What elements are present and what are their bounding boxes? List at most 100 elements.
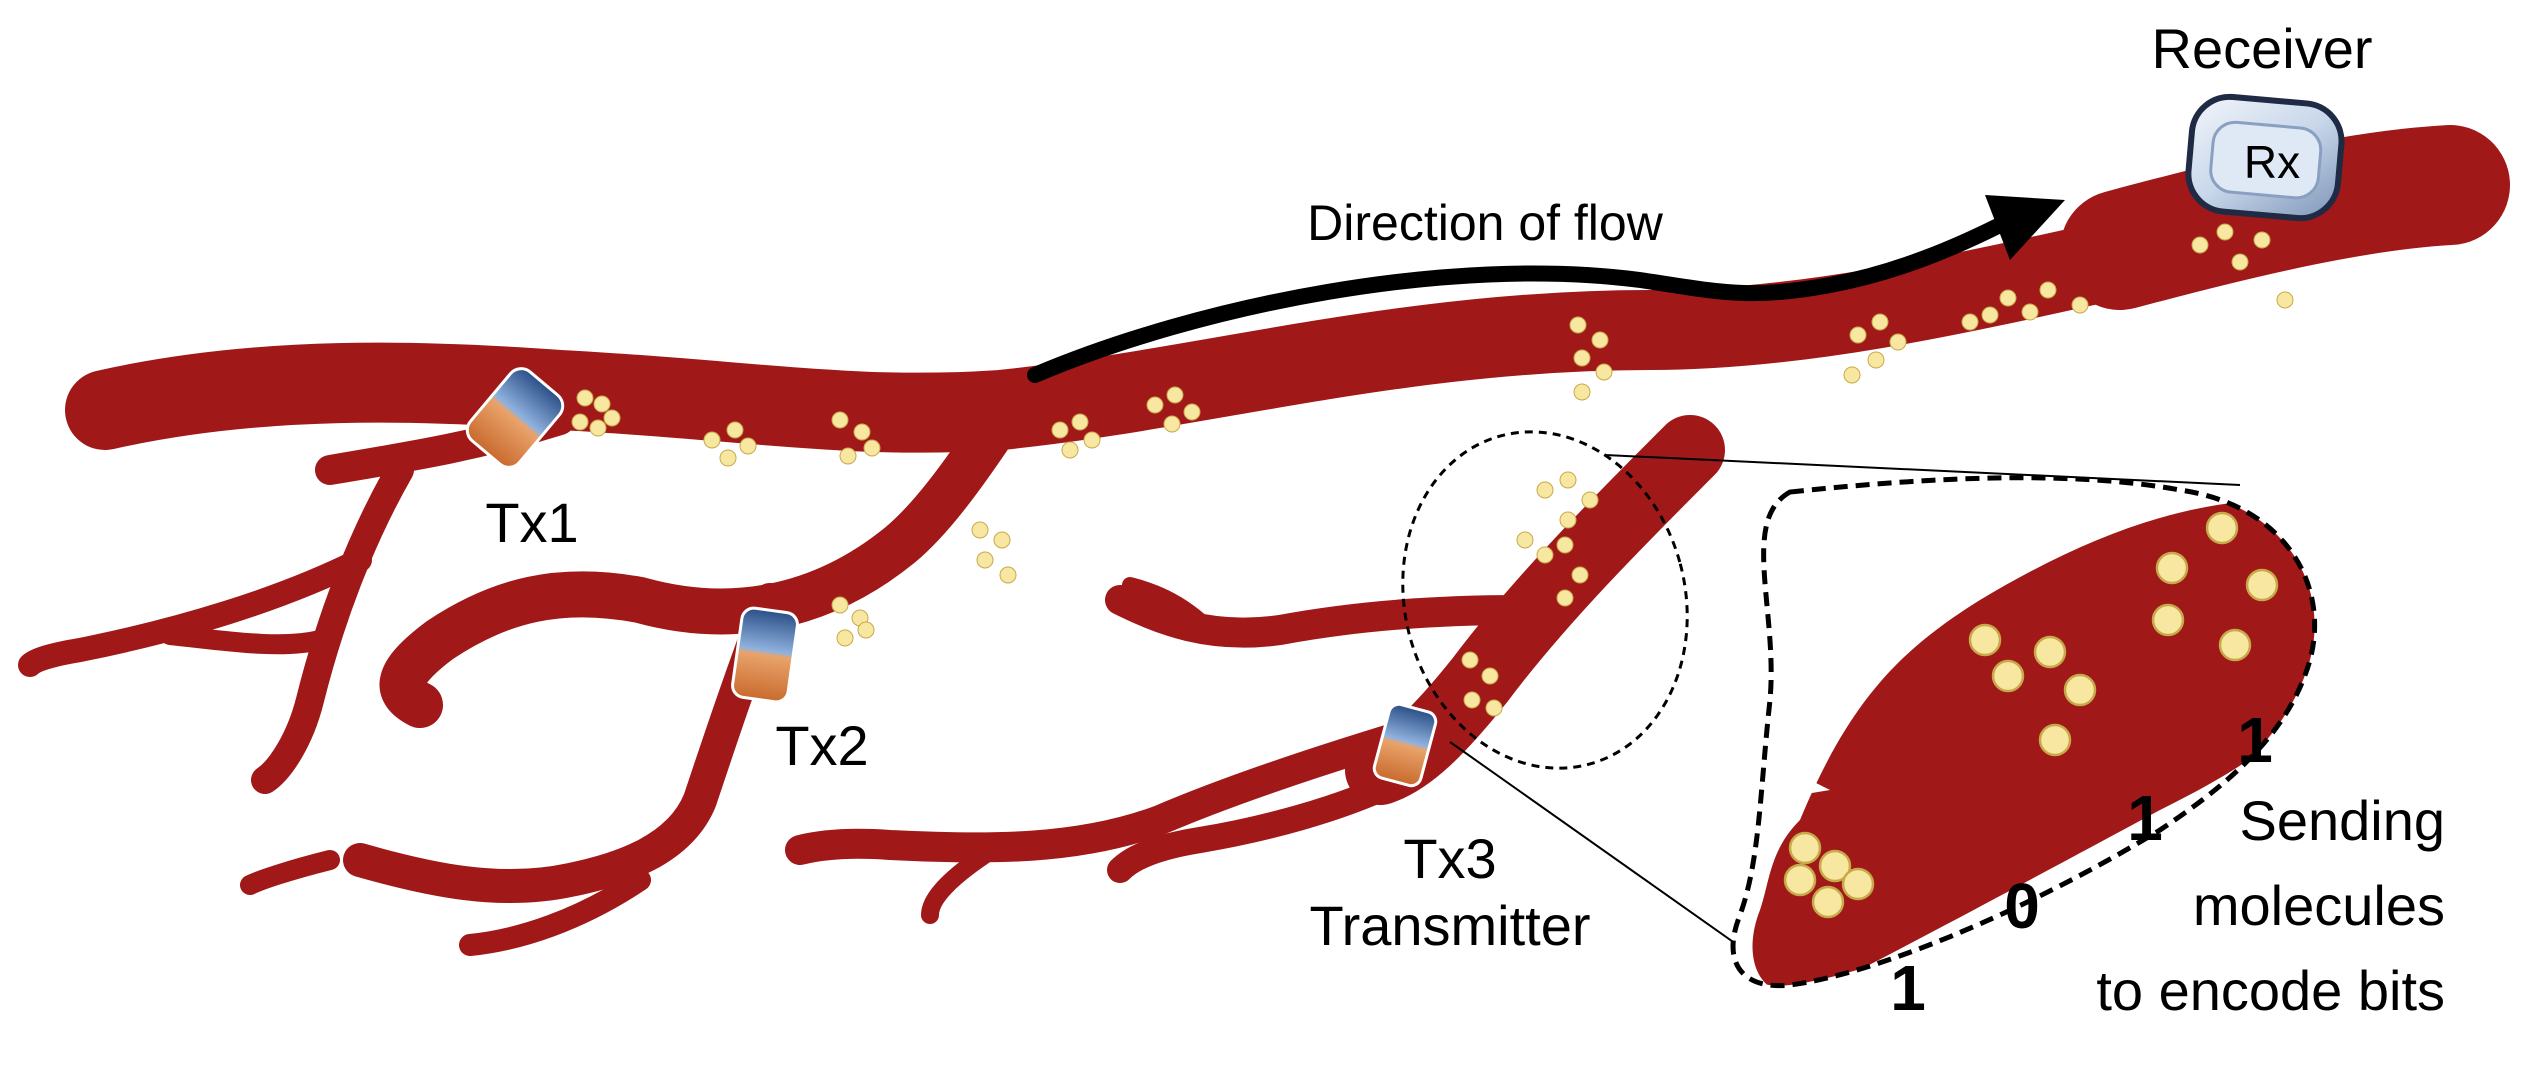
molecule-dot: [1559, 511, 1577, 529]
molecule-dot: [1569, 316, 1587, 334]
molecule-dot: [1999, 289, 2017, 307]
zoom-callout: [1401, 430, 2318, 989]
molecule-dot: [2253, 231, 2271, 249]
molecule-dot: [1783, 863, 1817, 897]
zoom-region-ellipse: [1401, 430, 1689, 770]
molecule-dot: [1146, 396, 1164, 414]
molecule-dot: [1889, 333, 1907, 351]
molecule-dot: [1961, 313, 1979, 331]
molecule-dot: [571, 413, 589, 431]
molecule-dot: [1968, 623, 2002, 657]
molecule-dot: [593, 395, 611, 413]
caption-line-2: molecules: [2193, 874, 2445, 937]
molecule-dot: [1981, 306, 1999, 324]
molecule-dot: [976, 551, 994, 569]
implant-capsule-icon: [465, 367, 565, 469]
bit-1: 1: [1890, 952, 1926, 1024]
molecule-dot: [971, 521, 989, 539]
molecule-dot: [2191, 236, 2209, 254]
molecule-dot: [1536, 481, 1554, 499]
receiver-device: Rx: [2185, 93, 2345, 222]
molecule-dot: [1871, 313, 1889, 331]
zoomed-molecules: [1783, 511, 2279, 919]
molecule-dot: [1843, 366, 1861, 384]
molecule-dot: [1811, 885, 1845, 919]
molecule-dot: [726, 421, 744, 439]
main-vessel: [65, 175, 2360, 453]
molecule-dot: [1595, 363, 1613, 381]
molecule-dot: [703, 431, 721, 449]
molecule-dot: [2063, 673, 2097, 707]
molecule-dot: [2033, 635, 2067, 669]
molecule-dot: [1083, 431, 1101, 449]
direction-label: Direction of flow: [1307, 195, 1664, 251]
vessel-branch-left-1: [251, 456, 414, 794]
molecule-dot: [1573, 383, 1591, 401]
receiver-label: Receiver: [2152, 17, 2373, 80]
molecule-dot: [999, 566, 1017, 584]
molecule-dot: [1591, 331, 1609, 349]
molecule-dot: [1485, 699, 1503, 717]
molecule-dot: [863, 439, 881, 457]
molecule-dot: [2038, 723, 2072, 757]
molecule-dot: [1841, 867, 1875, 901]
tx3-label: Tx3: [1403, 827, 1496, 890]
molecule-dot: [1051, 421, 1069, 439]
molecule-dot: [1867, 351, 1885, 369]
molecule-dot: [2155, 551, 2189, 585]
molecule-dot: [1556, 536, 1574, 554]
molecule-dot: [1061, 441, 1079, 459]
molecule-dot: [2218, 628, 2252, 662]
molecule-dot: [1481, 667, 1499, 685]
molecule-dot: [993, 531, 1011, 549]
molecule-dot: [1516, 531, 1534, 549]
molecule-dot: [2021, 303, 2039, 321]
vessel-branch-tx3-down: [785, 715, 1435, 865]
molecule-dot: [839, 447, 857, 465]
vessel-branch-tx2-down: [343, 583, 787, 904]
transmitter-label: Transmitter: [1309, 894, 1590, 957]
molecule-dot: [1183, 403, 1201, 421]
molecule-dot: [1071, 413, 1089, 431]
flow-arrow: [1027, 195, 2065, 383]
molecule-dot: [1573, 349, 1591, 367]
transmitter-tx1: [465, 367, 565, 469]
molecule-dot: [2276, 291, 2294, 309]
implant-capsule-icon: [731, 606, 799, 704]
transmitter-tx2: [731, 606, 799, 704]
molecule-dot: [831, 411, 849, 429]
vessel-branch-small-upper: [1122, 577, 1218, 638]
molecule-dot: [1556, 589, 1574, 607]
tx1-label: Tx1: [485, 491, 578, 554]
molecule-dot: [1536, 546, 1554, 564]
bit-4: 1: [2237, 704, 2273, 776]
molecule-dot: [831, 596, 849, 614]
implant-capsule-icon: [1372, 702, 1438, 788]
molecule-dot: [589, 419, 607, 437]
molecule-dot: [576, 389, 594, 407]
receiver-rx-label: Rx: [2244, 136, 2300, 188]
zoom-outline: [1730, 475, 2318, 989]
zoom-line-bottom: [1449, 741, 1781, 976]
molecule-dot: [1463, 691, 1481, 709]
vessel-branch-left-2: [18, 548, 372, 677]
molecule-dot: [1788, 831, 1822, 865]
bit-3: 1: [2127, 782, 2163, 854]
vessel-branch-middle: [379, 397, 1023, 728]
molecule-dot: [739, 437, 757, 455]
molecule-dot: [1571, 566, 1589, 584]
tx2-label: Tx2: [775, 714, 868, 777]
transmitter-tx3: [1372, 702, 1438, 788]
molecule-dot: [1163, 415, 1181, 433]
molecule-dot: [857, 621, 875, 639]
molecule-dot: [853, 423, 871, 441]
vessel-branch-tx3-small: [921, 836, 1009, 924]
molecule-dot: [719, 449, 737, 467]
molecule-clusters: [571, 223, 2294, 717]
vessel-branch-tx3-lower: [1107, 767, 1413, 883]
vessel-branch-tx2-lower: [459, 869, 651, 956]
blood-vessel-network: [18, 125, 2510, 956]
molecule-dot: [1849, 326, 1867, 344]
caption-line-3: to encode bits: [2096, 959, 2445, 1022]
